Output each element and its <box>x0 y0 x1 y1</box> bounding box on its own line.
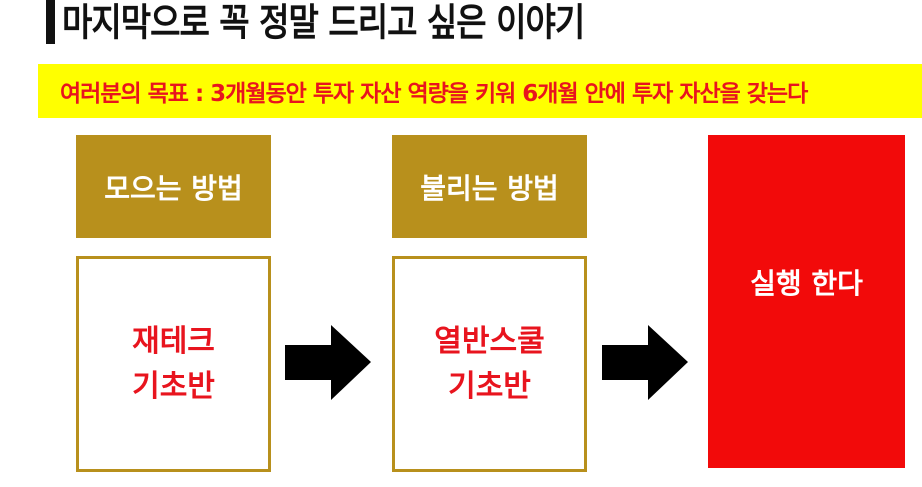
arrow-right-icon <box>602 325 688 400</box>
arrow-right-icon <box>285 325 371 400</box>
slide-title: 마지막으로 꼭 정말 드리고 싶은 이야기 <box>62 0 585 45</box>
step-2-line-2: 기초반 <box>448 369 531 404</box>
step-2-line-1: 열반스쿨 <box>434 324 545 359</box>
step-1-header: 모으는 방법 <box>76 135 271 238</box>
step-1-line-2: 기초반 <box>132 369 215 404</box>
final-step-box: 실행 한다 <box>708 135 905 468</box>
step-1-line-1: 재테크 <box>132 324 215 359</box>
goal-banner: 여러분의 목표 : 3개월동안 투자 자산 역량을 키워 6개월 안에 투자 자… <box>38 64 922 118</box>
step-1-box: 재테크 기초반 <box>76 256 271 472</box>
final-step-text: 실행 한다 <box>750 266 863 300</box>
step-2-header: 불리는 방법 <box>392 135 587 238</box>
step-2-box: 열반스쿨 기초반 <box>392 256 587 472</box>
title-accent-bar <box>46 0 55 44</box>
goal-text: 여러분의 목표 : 3개월동안 투자 자산 역량을 키워 6개월 안에 투자 자… <box>60 81 808 107</box>
